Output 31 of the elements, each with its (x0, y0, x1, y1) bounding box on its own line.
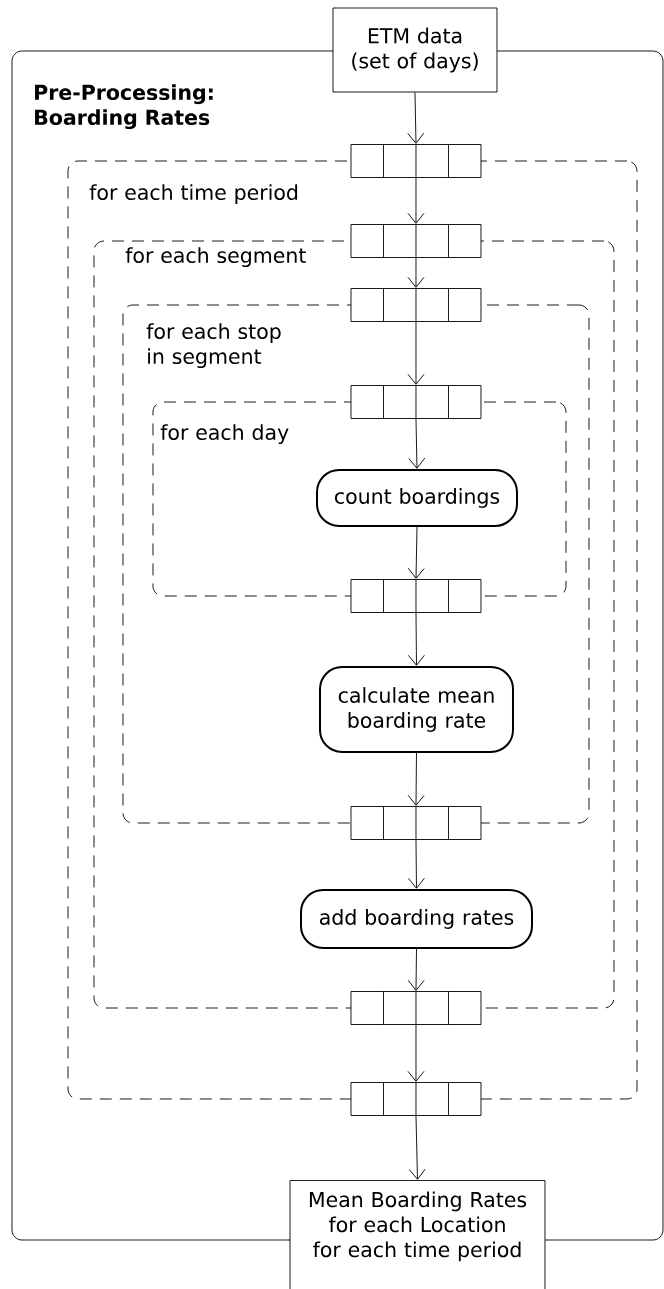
action-box: calculate mean boarding rate (319, 666, 514, 753)
arrow (407, 752, 425, 806)
expansion-node (350, 385, 482, 419)
arrow (408, 1115, 426, 1180)
arrow (407, 1024, 425, 1082)
expansion-node (350, 288, 482, 322)
action-box: count boardings (316, 469, 518, 527)
region-label: for each segment (125, 247, 306, 268)
expansion-node (350, 1082, 482, 1116)
action-box: add boarding rates (300, 889, 533, 949)
region-label: for each time period (89, 184, 298, 205)
expansion-node (350, 144, 482, 178)
arrow (408, 418, 426, 469)
arrow (407, 92, 425, 144)
region-label: for each day (160, 424, 289, 445)
data-box: ETM data (set of days) (332, 7, 498, 93)
arrow (407, 948, 425, 991)
expansion-node (350, 579, 482, 613)
arrow (407, 257, 425, 288)
arrow (407, 321, 425, 385)
region-label: Pre-Processing: Boarding Rates (35, 84, 213, 130)
node-label: Mean Boarding Rates for each Location for each time period (309, 1191, 527, 1262)
data-box: Mean Boarding Rates for each Location for each time period (289, 1180, 546, 1289)
arrow (407, 612, 425, 666)
arrow (407, 526, 425, 579)
expansion-node (350, 806, 482, 840)
expansion-node (350, 991, 482, 1025)
arrow (407, 177, 425, 224)
arrow (407, 839, 425, 889)
region-label: for each stop in segment (146, 323, 281, 369)
expansion-node (350, 224, 482, 258)
